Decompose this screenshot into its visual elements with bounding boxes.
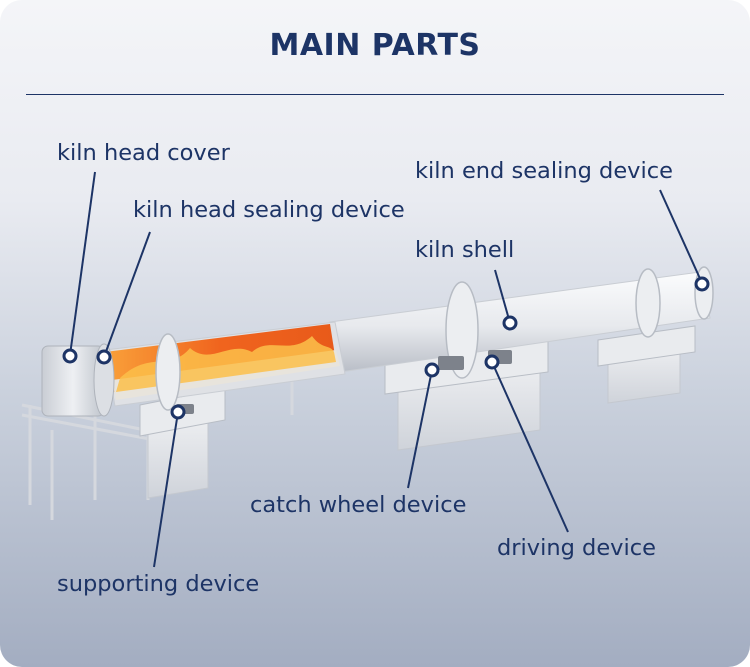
label-supporting-device: supporting device: [57, 571, 260, 597]
kiln-rings: [155, 266, 714, 411]
right-pedestal: [597, 318, 696, 404]
label-kiln-head-cover: kiln head cover: [57, 140, 230, 166]
label-catch-wheel-device: catch wheel device: [250, 492, 467, 518]
label-kiln-end-sealing-device: kiln end sealing device: [415, 158, 673, 184]
callout-lines: [69, 171, 703, 568]
page-title: MAIN PARTS: [269, 28, 481, 63]
label-driving-device: driving device: [497, 535, 656, 561]
title-divider: [26, 94, 724, 95]
callout-dots: [62, 276, 710, 420]
label-kiln-head-sealing-device: kiln head sealing device: [133, 197, 405, 223]
label-kiln-shell: kiln shell: [415, 237, 515, 263]
